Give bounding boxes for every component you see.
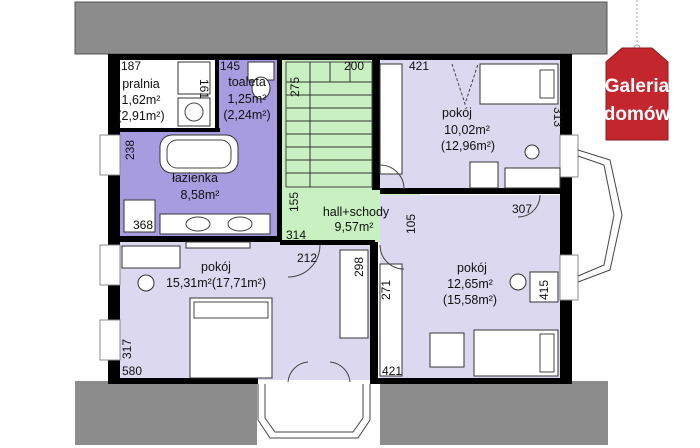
laundry-fixtures [177,61,211,127]
dim-161: 161 [197,79,211,99]
stairs [285,61,373,188]
bathtub [159,134,239,174]
bed-e [473,329,559,377]
pralnia-name: pralnia [122,77,160,91]
dim-155: 155 [287,192,301,212]
dim-317: 317 [120,339,134,359]
dim-421-bottom: 421 [382,364,402,378]
lazienka-area: 8,58m² [181,188,220,202]
pokoj-sw-area: 15,31m²(17,71m²) [166,276,266,290]
armchair [429,332,465,368]
pokoj-ne-area: 10,02m² [444,123,490,137]
sink-counter [159,213,271,235]
badge-line1: Galeria [605,76,670,97]
pokoj-e-name: pokój [457,261,487,275]
dim-421-top: 421 [409,59,429,73]
badge-line2: domów [604,104,671,125]
galeria-domow-badge[interactable]: Galeria domów [604,0,671,141]
wardrobe-sw [339,249,369,339]
wardrobe-e [379,263,403,377]
dim-298: 298 [352,257,366,277]
pokoj-ne-area-gross: (12,96m²) [441,139,495,153]
toaleta-area-gross: (2,24m²) [223,108,270,122]
roof-bottom-right [380,381,608,445]
pralnia-area-gross: (2,91m²) [117,109,164,123]
toaleta-name: toaleta [228,75,266,89]
toaleta-area: 1,25m² [228,92,267,106]
bed-sw [189,297,273,379]
pralnia-area: 1,62m² [122,93,161,107]
dim-275: 275 [288,77,302,97]
pokoj-sw-name: pokój [201,260,231,274]
pokoj-ne-name: pokój [442,106,472,120]
dim-415: 415 [537,280,551,300]
bed-ne [479,63,559,105]
dim-105: 105 [404,214,418,234]
roof-bottom-left [75,381,257,445]
dim-187: 187 [121,59,141,73]
hall-area: 9,57m² [335,220,374,234]
dim-212: 212 [297,251,317,265]
dim-313: 313 [551,107,565,127]
dim-307: 307 [512,202,532,216]
dim-238: 238 [123,140,137,160]
dim-314: 314 [286,228,306,242]
dim-368: 368 [133,218,153,232]
dim-271: 271 [379,280,393,300]
dim-145: 145 [220,59,240,73]
pokoj-e-area-gross: (15,58m²) [443,293,497,307]
pokoj-e-area: 12,65m² [447,277,493,291]
shower [123,199,156,233]
wardrobe-ne [379,63,403,175]
roof-top [75,2,607,54]
dim-200: 200 [344,59,364,73]
hall-name: hall+schody [323,205,390,219]
dim-580: 580 [122,364,142,378]
toilet-fixtures [247,61,275,100]
lazienka-name: łazienka [172,171,218,185]
